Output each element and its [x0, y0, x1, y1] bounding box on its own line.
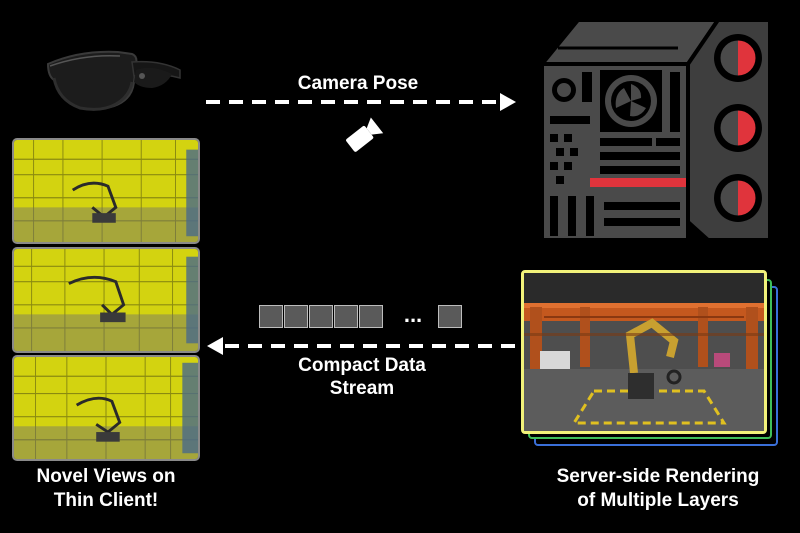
- ellipsis: ...: [403, 302, 423, 327]
- server-caption-line2: of Multiple Layers: [577, 490, 739, 511]
- data-packet: [334, 305, 358, 328]
- camera-pose-label: Camera Pose: [297, 73, 419, 94]
- data-packet: [259, 305, 283, 328]
- novel-view-thumbnail: [12, 355, 200, 461]
- data-packet: [284, 305, 308, 328]
- vr-headset-icon: [46, 50, 181, 111]
- client-caption-line1: Novel Views on: [36, 466, 176, 487]
- rendered-layer-frame: [521, 270, 767, 434]
- compact-data-stream-label-line1: Compact Data: [298, 355, 426, 376]
- data-packet: [309, 305, 333, 328]
- data-packet: [438, 305, 462, 328]
- data-stream-arrow: [207, 337, 517, 355]
- novel-view-thumbnail: [12, 247, 200, 353]
- data-packet: [359, 305, 383, 328]
- camera-pose-arrow: [206, 93, 516, 111]
- server-caption-line1: Server-side Rendering: [556, 466, 760, 487]
- client-caption-line2: Thin Client!: [53, 490, 159, 511]
- novel-view-thumbnail: [12, 138, 200, 244]
- server-computer-icon: [538, 18, 772, 242]
- compact-data-stream-label-line2: Stream: [329, 378, 395, 399]
- camera-icon: [346, 117, 384, 152]
